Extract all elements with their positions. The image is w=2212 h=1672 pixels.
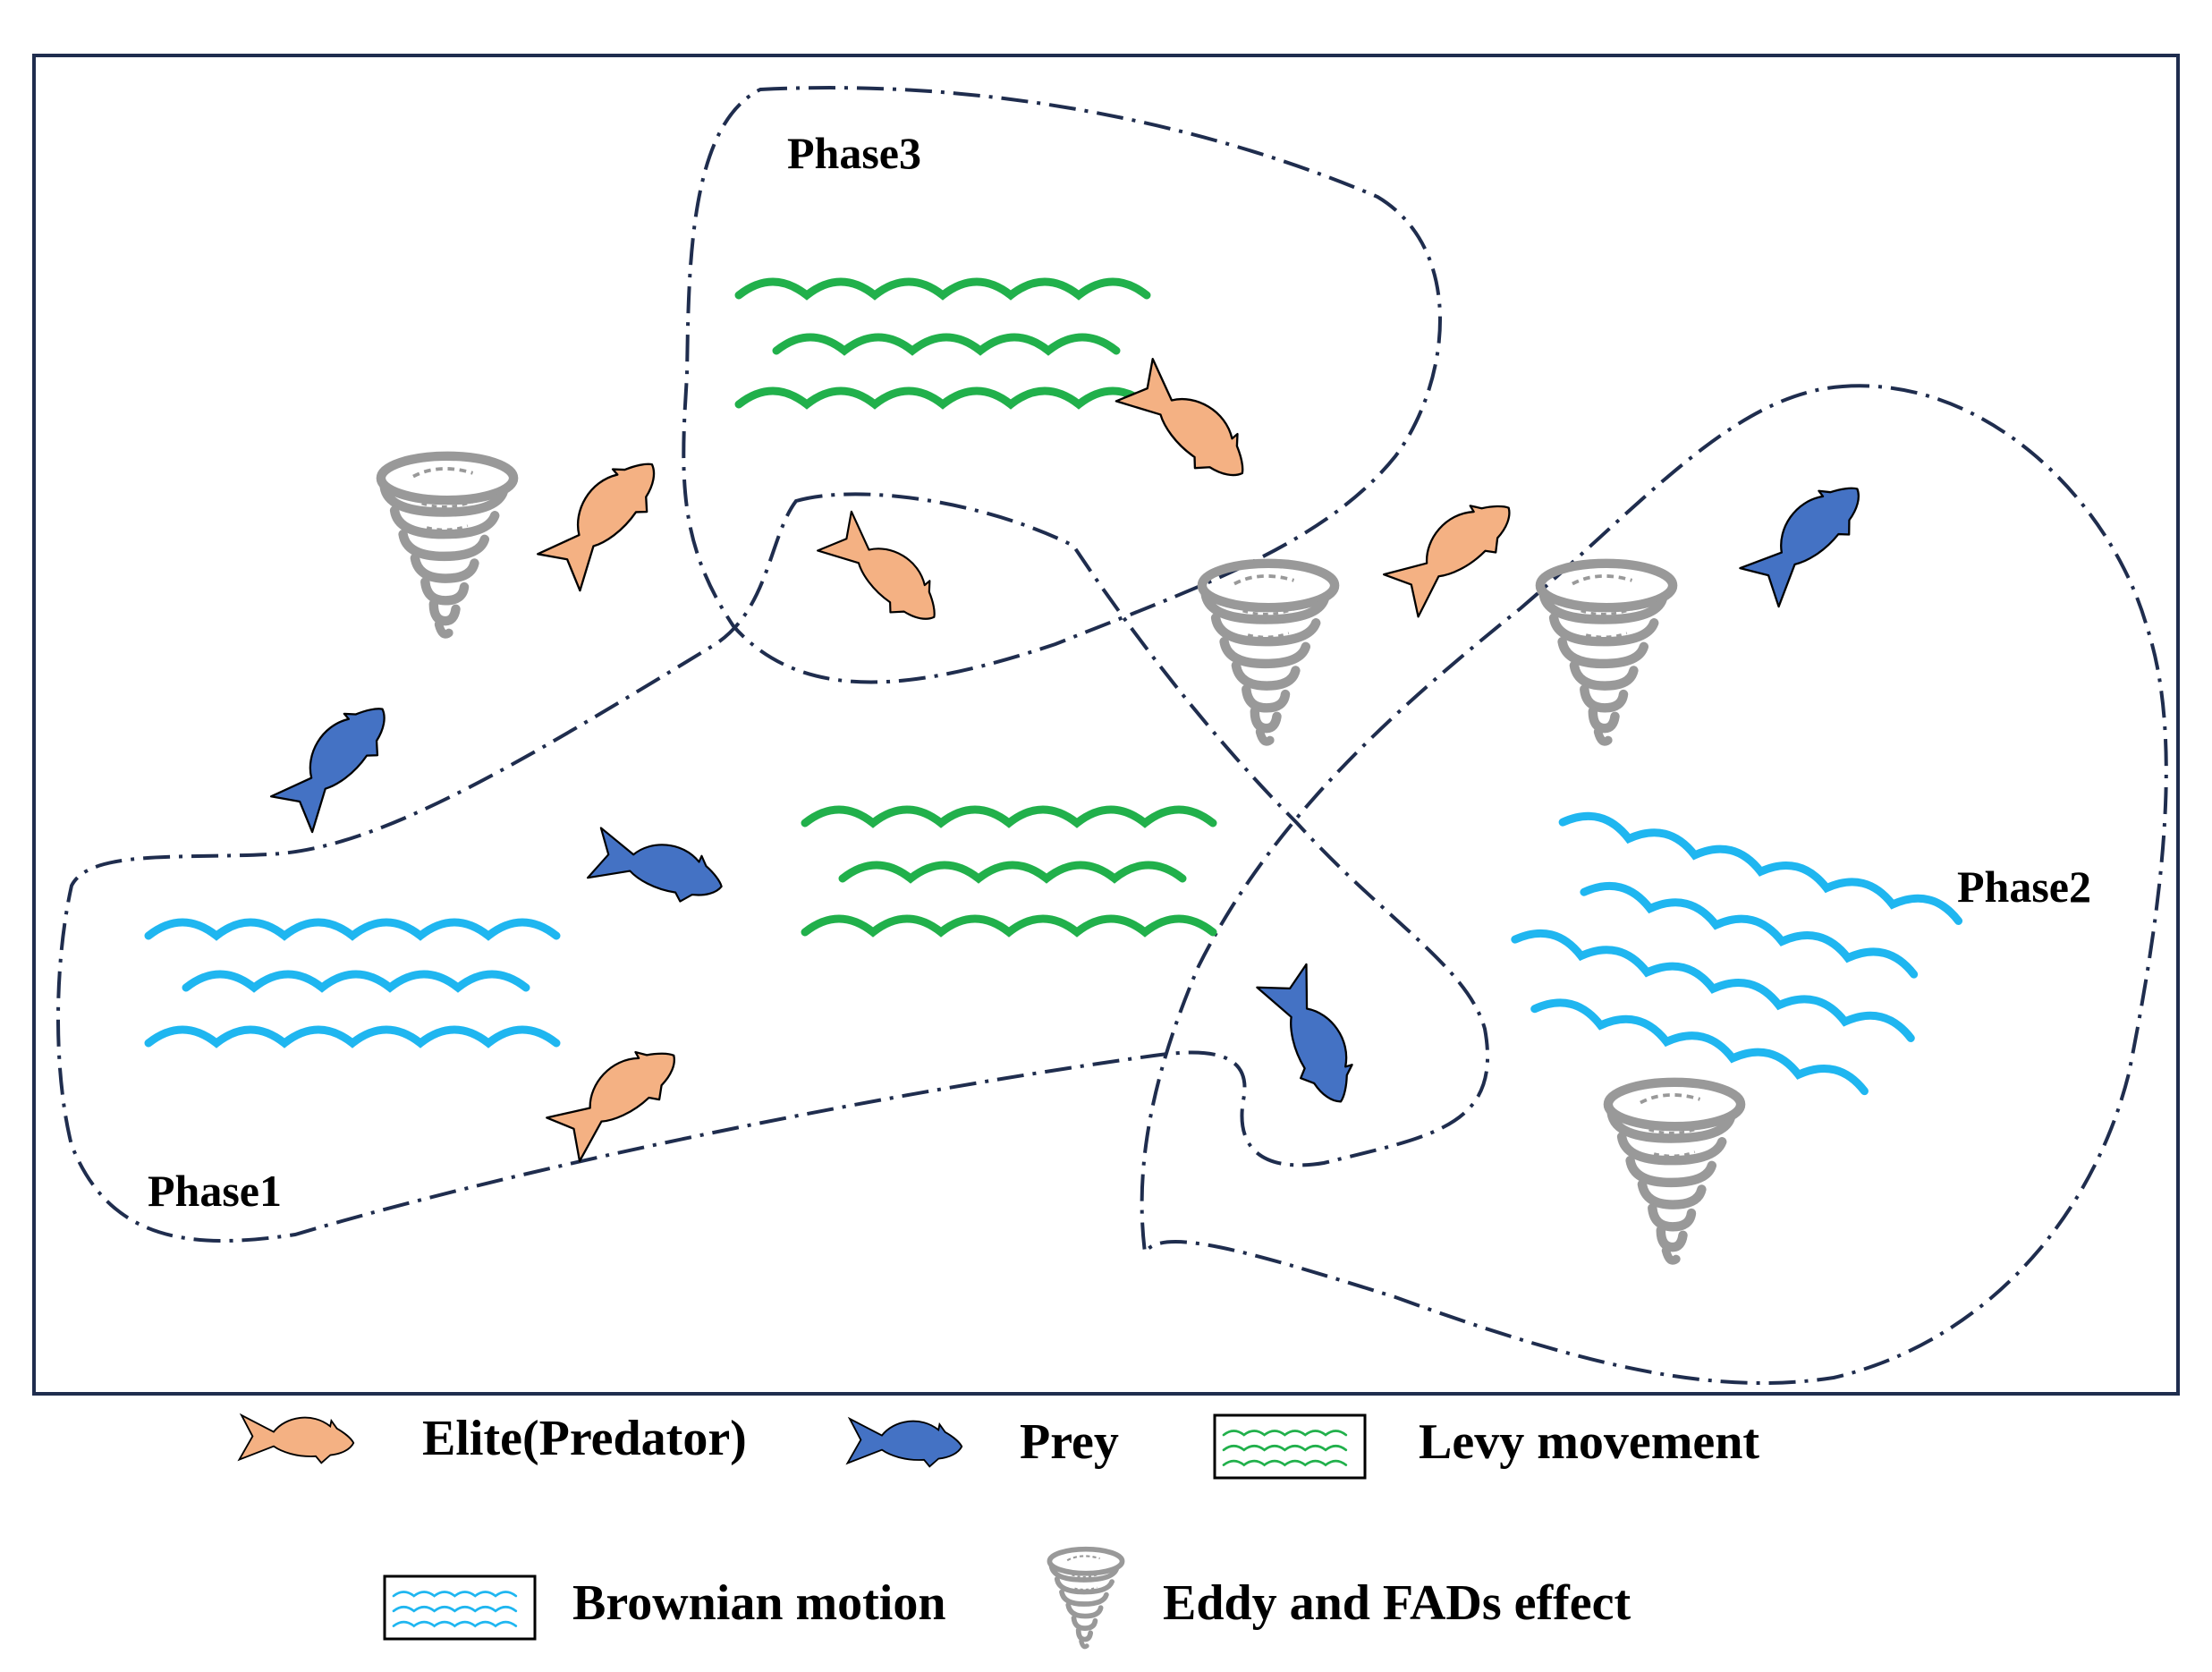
blue-fish-icon	[1252, 961, 1372, 1115]
blue-fish-icon	[586, 826, 730, 911]
brownian-waves-left	[148, 922, 556, 1043]
orange-fish-icon	[1112, 356, 1266, 495]
blue-fish-icon	[268, 687, 403, 836]
phase2-boundary	[1140, 384, 2168, 1385]
phase3-boundary	[682, 86, 1442, 684]
levy-waves-top	[739, 282, 1147, 404]
tornado-icon	[1049, 1549, 1122, 1647]
tornado-icon	[1202, 564, 1335, 742]
brownian-legend-swatch	[383, 1574, 537, 1641]
levy-waves-middle	[805, 810, 1213, 932]
tornado-icon	[1540, 564, 1673, 742]
phase1-boundary	[56, 492, 1490, 1243]
orange-fish-icon	[238, 1414, 355, 1464]
tornado-icon	[381, 456, 513, 634]
orange-fish-icon	[1380, 481, 1527, 621]
legend-brownian-label: Brownian motion	[572, 1575, 945, 1631]
brownian-waves-right	[1500, 805, 1962, 1103]
tornado-icon	[1608, 1082, 1741, 1260]
orange-fish-icon	[535, 441, 674, 595]
legend: Elite(Predator) Prey Levy movement Brown…	[238, 1411, 1759, 1647]
legend-prey-label: Prey	[1020, 1414, 1119, 1470]
blue-fish-icon	[1737, 464, 1877, 611]
phase2-label: Phase2	[1957, 861, 2091, 912]
blue-fish-icon	[846, 1418, 963, 1468]
orange-fish-icon	[814, 508, 955, 637]
phase3-label: Phase3	[787, 128, 921, 178]
legend-eddy-label: Eddy and FADs effect	[1163, 1575, 1631, 1631]
phase1-label: Phase1	[148, 1166, 282, 1216]
outer-frame	[32, 54, 2180, 1396]
levy-legend-swatch	[1213, 1413, 1367, 1480]
legend-levy-label: Levy movement	[1419, 1414, 1759, 1470]
legend-elite-label: Elite(Predator)	[422, 1411, 747, 1466]
orange-fish-icon	[543, 1028, 691, 1166]
